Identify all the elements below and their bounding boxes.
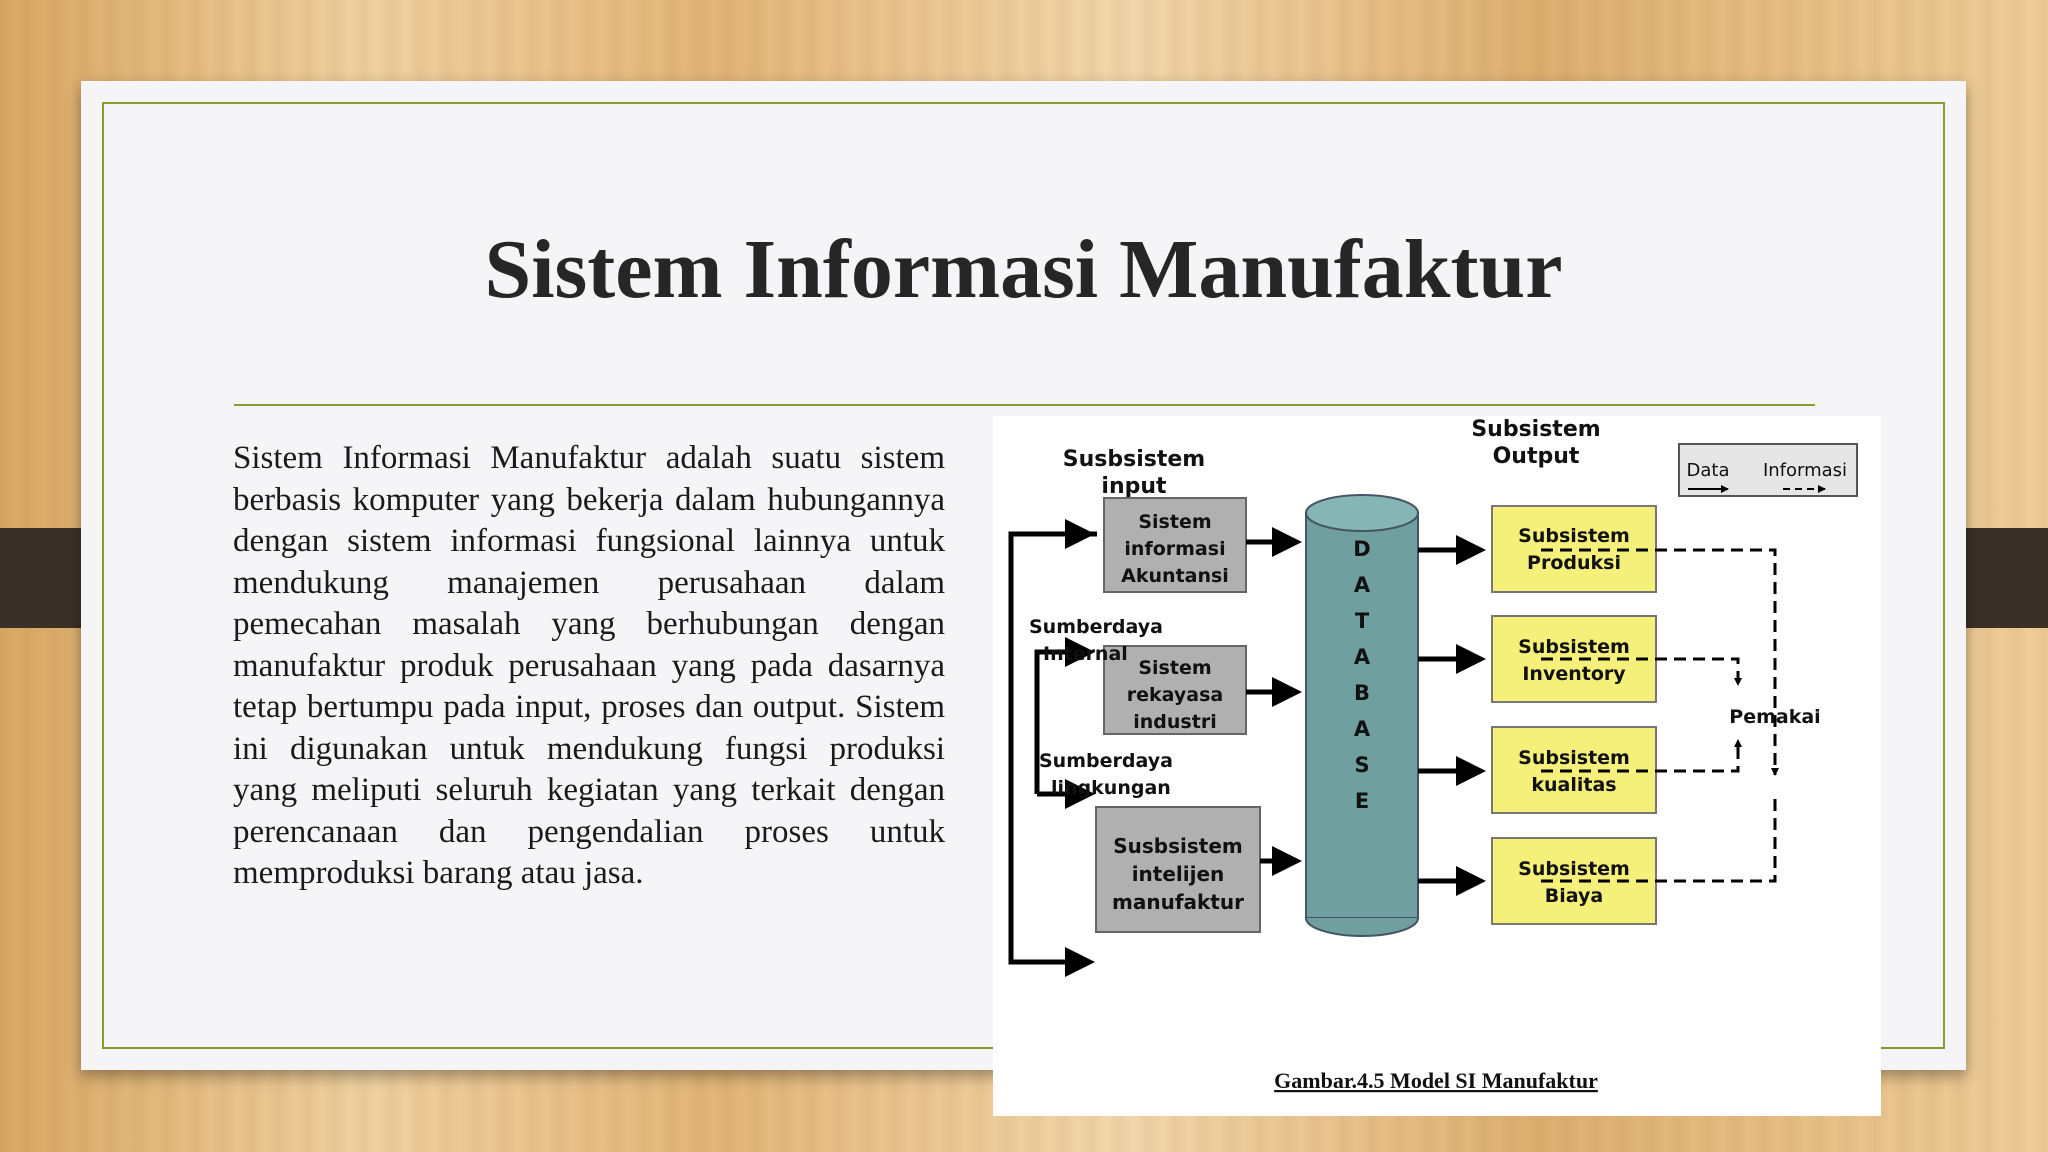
legend-box: Data Informasi [1678,443,1858,497]
output-box-kualitas: Subsistem kualitas [1491,726,1657,814]
output-box-produksi: Subsistem Produksi [1491,505,1657,593]
input-box-akuntansi-line1: Sistem [1138,511,1211,533]
output-box-kualitas-line1: Subsistem [1518,747,1630,769]
input-box-rekayasa-line3: industri [1133,711,1216,733]
slide: Sistem Informasi Manufaktur Sistem Infor… [81,81,1966,1116]
output-box-biaya-line2: Biaya [1545,885,1603,907]
internal-resource-line2: Internal [1043,643,1128,665]
input-to-database-arrows [1246,527,1302,876]
input-box-intelijen: Susbsistem intelijen manufaktur [1095,806,1261,933]
input-box-akuntansi-line2: informasi [1124,538,1225,560]
environment-resource-line1: Sumberdaya [1039,750,1173,772]
database-letter: A [1354,717,1371,741]
output-box-kualitas-line2: kualitas [1531,774,1616,796]
output-header-line2: Output [1493,444,1580,469]
input-header-line1: Susbsistem [1063,447,1205,472]
database-letter: T [1355,609,1370,633]
slide-title: Sistem Informasi Manufaktur [484,223,1563,316]
input-box-akuntansi: Sistem informasi Akuntansi [1103,497,1247,593]
output-box-inventory-line1: Subsistem [1518,636,1630,658]
output-box-produksi-line2: Produksi [1527,552,1621,574]
input-box-akuntansi-line3: Akuntansi [1121,565,1229,587]
output-box-biaya: Subsistem Biaya [1491,837,1657,925]
database-cylinder [1305,494,1419,937]
output-box-biaya-line1: Subsistem [1518,858,1630,880]
database-to-output-arrows [1418,535,1486,896]
input-box-intelijen-line1: Susbsistem [1113,834,1243,858]
manufacturing-is-diagram: Susbsistem input Subsistem Output Data I… [993,416,1881,1116]
database-letter: A [1354,573,1371,597]
output-box-inventory-line2: Inventory [1522,663,1626,685]
input-box-intelijen-line2: intelijen [1132,862,1225,886]
diagram-caption: Gambar.4.5 Model SI Manufaktur [1274,1068,1598,1093]
input-box-intelijen-line3: manufaktur [1112,890,1244,914]
input-box-rekayasa-line1: Sistem [1138,657,1211,679]
database-letter: S [1354,753,1369,777]
input-feed-lines [1008,519,1097,977]
input-box-rekayasa: Sistem rekayasa industri [1103,645,1247,735]
input-box-rekayasa-line2: rekayasa [1127,684,1223,706]
database-letter: B [1354,681,1370,705]
internal-resource-line1: Sumberdaya [1029,616,1163,638]
slide-body-text: Sistem Informasi Manufaktur adalah suatu… [233,440,945,891]
database-letter: A [1354,645,1371,669]
database-letter: E [1355,789,1369,813]
user-label: Pemakai [1729,706,1820,728]
output-header-line1: Subsistem [1471,417,1600,442]
environment-resource-line2: lingkungan [1051,777,1171,799]
input-header-line2: input [1101,474,1167,499]
legend-info-label: Informasi [1763,460,1847,481]
output-box-produksi-line1: Subsistem [1518,525,1630,547]
title-divider [234,404,1815,406]
legend-data-label: Data [1687,460,1730,481]
output-to-user-dashed-lines [1541,548,1779,883]
database-letter: D [1353,537,1370,561]
output-box-inventory: Subsistem Inventory [1491,615,1657,703]
diagram-canvas: Susbsistem input Subsistem Output Data I… [1008,417,1858,1093]
